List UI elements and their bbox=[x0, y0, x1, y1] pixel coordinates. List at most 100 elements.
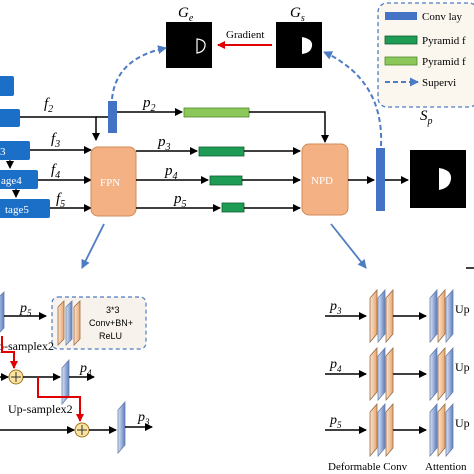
fpn-label: FPN bbox=[100, 177, 120, 189]
npd-detail-up-3: Up bbox=[455, 416, 470, 430]
legend-box: Conv lay Pyramid f Pyramid f Supervi bbox=[377, 2, 474, 108]
backbone-stage4 bbox=[0, 170, 38, 189]
gs-label: Gs bbox=[290, 5, 305, 24]
legend-pyramid2-label: Pyramid f bbox=[422, 56, 466, 68]
ge-edge-outline bbox=[196, 38, 206, 54]
npd-attn-p4-b bbox=[437, 346, 446, 402]
fpn-detail-p4-label: p4 bbox=[79, 361, 92, 378]
npd-detail-p5-label: p5 bbox=[329, 413, 342, 430]
edge-map-ge: Ge bbox=[166, 5, 212, 68]
conv-legend-block-1 bbox=[57, 300, 65, 346]
p3-bar bbox=[198, 146, 245, 157]
f5-label: f5 bbox=[56, 191, 65, 210]
ge-image bbox=[166, 22, 212, 68]
backbone: 3 age4 tage5 bbox=[0, 76, 50, 218]
legend-conv-label: Conv lay bbox=[422, 11, 463, 23]
f3-label: f3 bbox=[51, 131, 60, 150]
fpn-detail: p5 3*3 Conv+BN+ ReLU p-samplex2 p4 Up-sa… bbox=[0, 291, 153, 455]
sp-image bbox=[410, 150, 466, 208]
sp-label: Sp bbox=[420, 108, 433, 127]
conv-legend-block-2 bbox=[65, 300, 73, 346]
p2-to-npd-arrow bbox=[249, 111, 329, 143]
npd-deform-p4-a bbox=[369, 346, 378, 402]
fpn-detail-sum-node-2 bbox=[74, 422, 90, 438]
npd-deform-p5-a bbox=[369, 402, 378, 458]
p5-label: p5 bbox=[173, 191, 187, 210]
p3-label: p3 bbox=[157, 134, 171, 153]
legend-pyramid1-swatch bbox=[384, 35, 418, 45]
gs-image bbox=[276, 22, 322, 68]
pyramid-features bbox=[117, 107, 329, 213]
fpn-detail-block-p5 bbox=[0, 291, 5, 333]
fpn-detail-pointer bbox=[81, 223, 105, 269]
npd-deform-p3-a bbox=[369, 288, 378, 344]
conv-layer-top bbox=[108, 101, 117, 133]
npd-deform-p3-b bbox=[377, 288, 386, 344]
fpn-detail-upsample-2: Up-samplex2 bbox=[8, 402, 73, 416]
p2-label: p2 bbox=[142, 95, 156, 114]
npd-attn-p3-c bbox=[445, 288, 454, 344]
backbone-stage1 bbox=[0, 76, 14, 96]
npd-deform-p5-c bbox=[385, 402, 394, 458]
f2-label: f2 bbox=[44, 96, 53, 115]
backbone-stage3-label: 3 bbox=[0, 146, 6, 158]
npd-deform-p4-b bbox=[377, 346, 386, 402]
backbone-stage5 bbox=[0, 199, 50, 218]
p4-bar bbox=[209, 175, 243, 186]
npd-attn-p3-b bbox=[437, 288, 446, 344]
npd-deform-p4-c bbox=[385, 346, 394, 402]
npd-detail-p3-label: p3 bbox=[329, 299, 342, 316]
legend-pyramid2-swatch bbox=[384, 56, 418, 66]
backbone-feature-arrows bbox=[20, 116, 108, 212]
fpn-detail-p5-label: p5 bbox=[19, 301, 32, 318]
conv-legend-line3: ReLU bbox=[99, 331, 122, 341]
npd-attn-p4-c bbox=[445, 346, 454, 402]
fpn-detail-red-path-1 bbox=[1, 336, 18, 369]
backbone-stage2 bbox=[0, 109, 20, 127]
conv-layer-right bbox=[376, 148, 385, 211]
p5-bar bbox=[221, 202, 245, 213]
npd-detail-deformable-label: Deformable Conv bbox=[328, 461, 408, 473]
f4-label: f4 bbox=[51, 162, 60, 181]
fpn-detail-p3-label: p3 bbox=[137, 410, 150, 427]
ge-label: Ge bbox=[178, 5, 194, 24]
npd-label: NPD bbox=[311, 175, 333, 187]
npd-attn-p5-c bbox=[445, 402, 454, 458]
npd-attn-p5-b bbox=[437, 402, 446, 458]
conv-legend-line2: Conv+BN+ bbox=[89, 318, 133, 328]
npd-detail-up-2: Up bbox=[455, 360, 470, 374]
f2-arrow bbox=[20, 116, 100, 141]
fpn-detail-sum-node-1 bbox=[8, 369, 24, 385]
npd-attn-p5-a bbox=[429, 402, 438, 458]
legend-supervision-label: Supervi bbox=[422, 77, 456, 89]
backbone-stage4-label: age4 bbox=[1, 175, 22, 187]
npd-deform-p5-b bbox=[377, 402, 386, 458]
backbone-stage3 bbox=[0, 141, 30, 160]
legend-conv-swatch bbox=[385, 12, 417, 20]
fpn-detail-upsample-1: p-samplex2 bbox=[0, 339, 54, 353]
npd-detail-up-1: Up bbox=[455, 302, 470, 316]
legend-pyramid1-label: Pyramid f bbox=[422, 35, 466, 47]
fpn-detail-block-p3 bbox=[117, 400, 126, 455]
npd-detail: p3 Up p4 Up p5 Up Deformable Conv bbox=[325, 267, 474, 473]
sp-object bbox=[439, 168, 452, 190]
conv-legend-block-3 bbox=[73, 300, 81, 346]
npd-detail-attention-label: Attention bbox=[425, 461, 467, 473]
fpn-module bbox=[90, 146, 137, 217]
gs-object bbox=[302, 37, 313, 54]
npd-deform-p3-c bbox=[385, 288, 394, 344]
npd-attn-p4-a bbox=[429, 346, 438, 402]
gradient-label: Gradient bbox=[226, 29, 264, 41]
npd-detail-p4-label: p4 bbox=[329, 357, 342, 374]
npd-attn-p3-a bbox=[429, 288, 438, 344]
p2-bar bbox=[183, 107, 250, 118]
p4-label: p4 bbox=[164, 163, 178, 182]
supervision-left-curve bbox=[111, 45, 167, 100]
conv-legend-line1: 3*3 bbox=[106, 305, 120, 315]
npd-detail-pointer bbox=[330, 223, 367, 269]
supervision-right-curve bbox=[323, 51, 383, 147]
backbone-stage5-label: tage5 bbox=[5, 204, 29, 216]
fpn-detail-red-path-2 bbox=[37, 377, 84, 422]
saliency-map-gs: Gs bbox=[276, 5, 322, 68]
